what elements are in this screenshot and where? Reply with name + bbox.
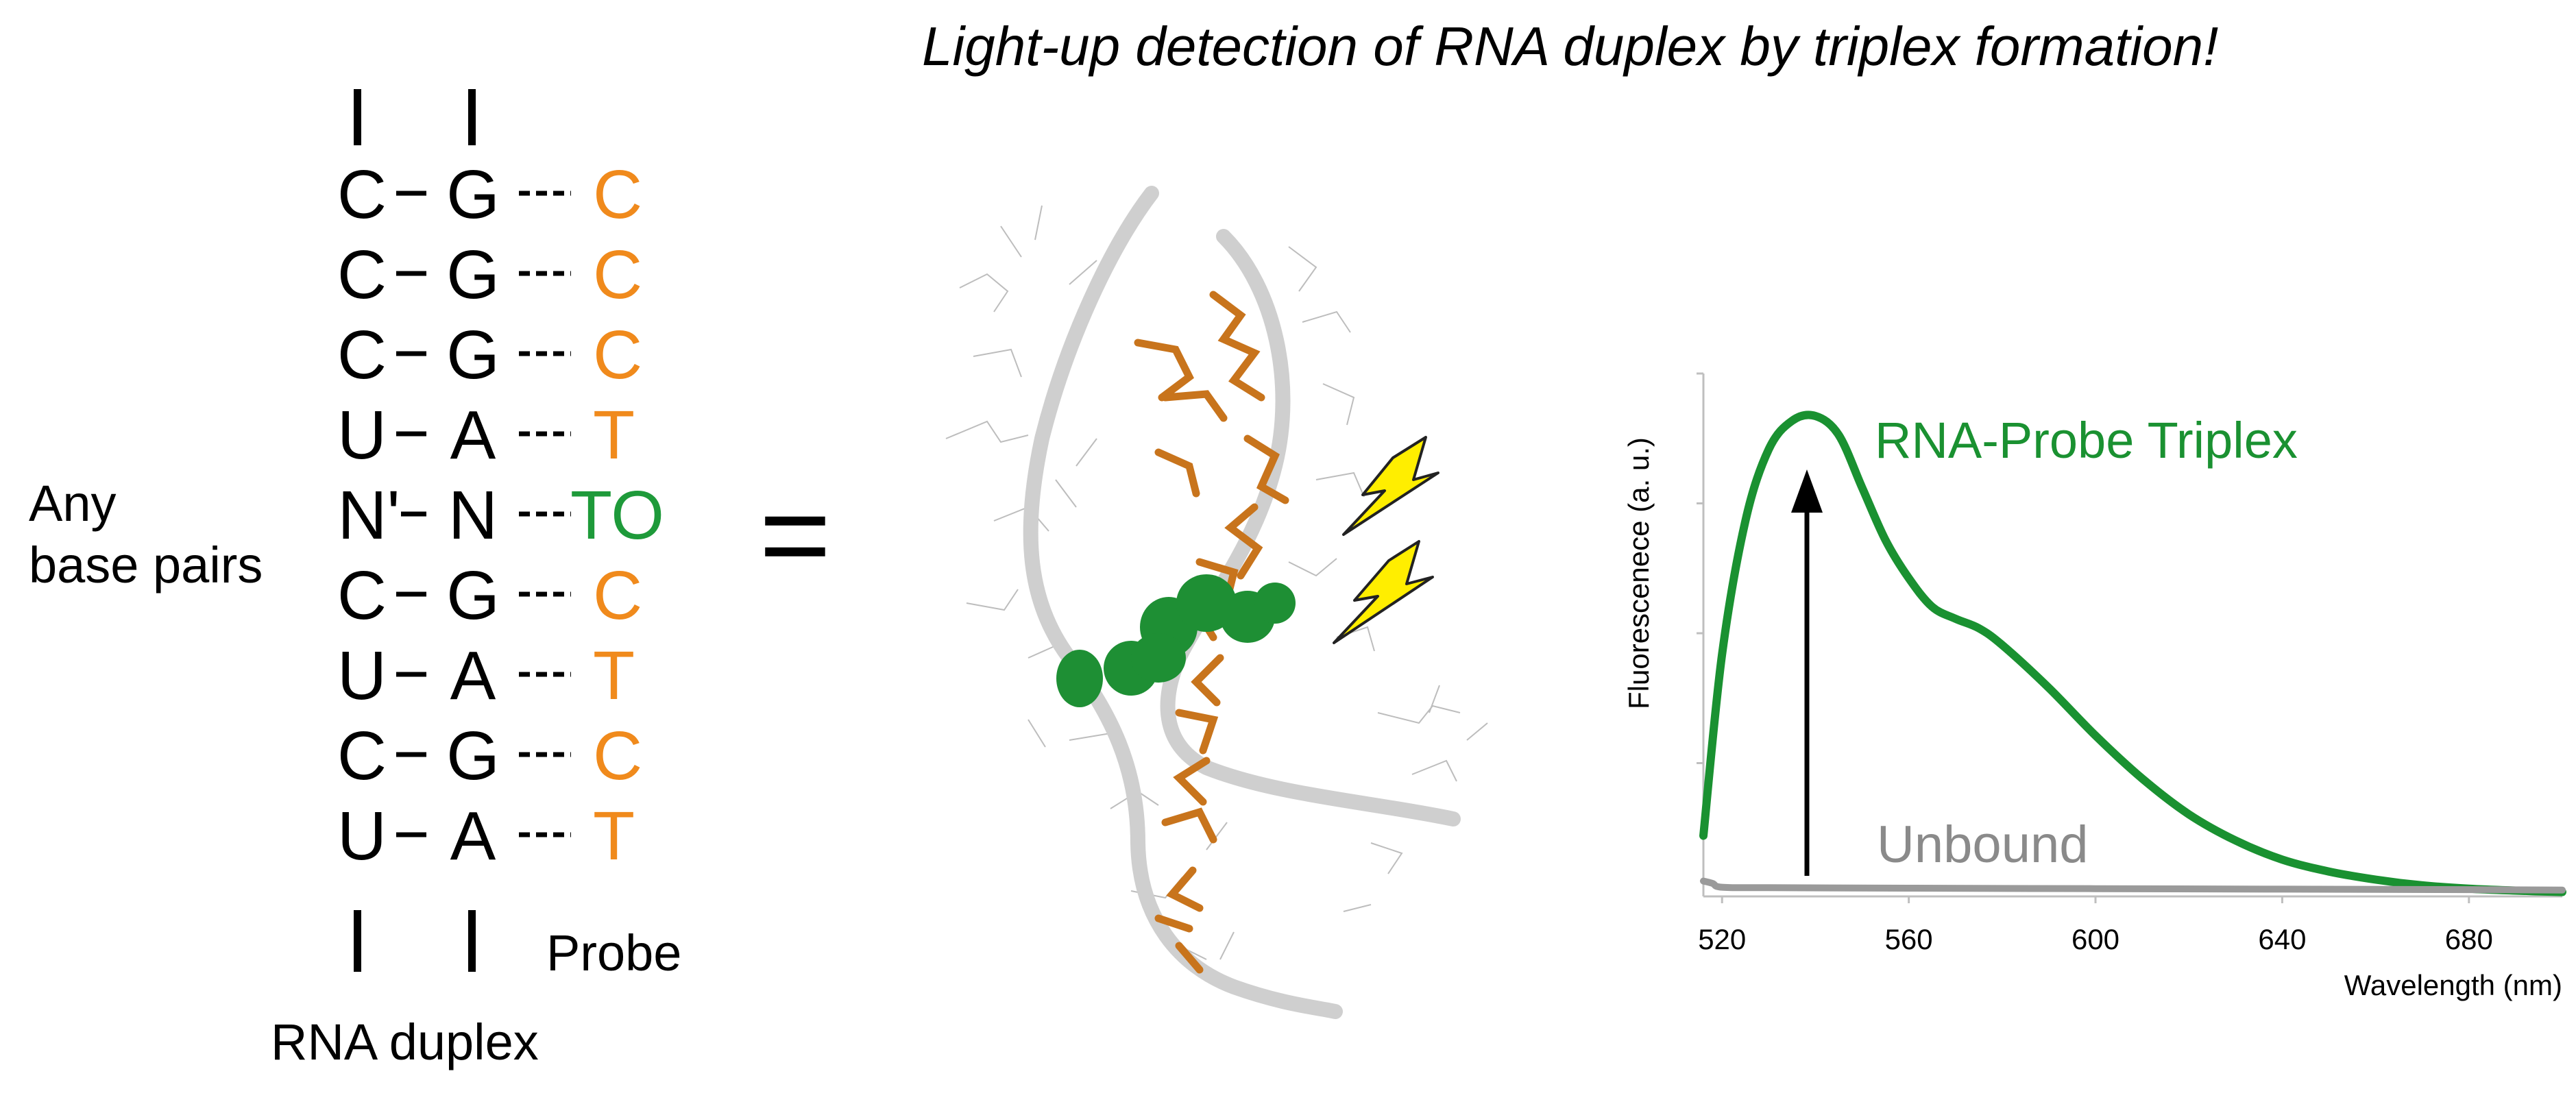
top-strand-bar-left	[354, 89, 361, 145]
any-base-pairs-label: Any base pairs	[29, 473, 263, 596]
x-axis-label: Wavelength (nm)	[2344, 969, 2562, 1001]
duplex-base-left: C	[337, 718, 387, 794]
x-tick-label: 640	[2258, 923, 2306, 955]
duplex-base-right: G	[446, 317, 500, 393]
probe-label: Probe	[546, 925, 682, 981]
probe-base: TO	[570, 477, 664, 554]
x-tick-label: 680	[2445, 923, 2493, 955]
duplex-base-left: C	[337, 557, 387, 634]
lightning-bolt-upper	[1342, 436, 1439, 536]
probe-base: T	[593, 397, 635, 474]
top-strand-bar-right	[468, 89, 476, 145]
bottom-strand-bar-right	[468, 910, 476, 972]
x-tick-label: 600	[2071, 923, 2119, 955]
lightning-bolt-lower	[1333, 540, 1434, 644]
probe-base: C	[593, 156, 642, 233]
probe-base: C	[593, 718, 642, 794]
base-pair-row: N' N TO	[337, 477, 664, 554]
duplex-base-left: C	[337, 236, 387, 313]
duplex-base-right: G	[446, 718, 500, 794]
rna-duplex-label: RNA duplex	[271, 1014, 539, 1070]
equals-sign: =	[759, 466, 831, 604]
to-dye-spheres	[1056, 574, 1296, 707]
triplex-spectrum-line	[1699, 411, 2566, 896]
duplex-base-left: U	[337, 397, 387, 474]
any-base-pairs-line2: base pairs	[29, 537, 263, 593]
figure-title: Light-up detection of RNA duplex by trip…	[922, 16, 2219, 77]
triplex-series-label: RNA-Probe Triplex	[1875, 412, 2298, 469]
duplex-base-right: A	[450, 637, 496, 714]
duplex-base-left: N'	[337, 477, 400, 554]
y-axis-ticks	[1697, 372, 1703, 764]
x-tick-label: 560	[1885, 923, 1933, 955]
probe-base: C	[593, 557, 642, 634]
duplex-base-left: U	[337, 637, 387, 714]
unbound-series-label: Unbound	[1877, 816, 2089, 874]
duplex-base-right: G	[446, 557, 500, 634]
probe-base: C	[593, 317, 642, 393]
x-tick-label: 520	[1698, 923, 1746, 955]
duplex-base-left: U	[337, 798, 387, 874]
spectrum-series	[1699, 411, 2566, 896]
duplex-base-right: A	[450, 798, 496, 874]
probe-base: T	[593, 637, 635, 714]
duplex-base-left: C	[337, 317, 387, 393]
duplex-base-left: C	[337, 156, 387, 233]
x-axis-ticks: 520 560 600 640 680	[1698, 896, 2493, 955]
probe-base: T	[593, 798, 635, 874]
duplex-base-right: A	[450, 397, 496, 474]
bottom-strand-bar-left	[354, 910, 361, 972]
any-base-pairs-line1: Any	[29, 475, 117, 532]
duplex-base-right: G	[446, 156, 500, 233]
duplex-base-right: N	[448, 477, 498, 554]
y-axis-label: Fluorescenece (a. u.)	[1623, 437, 1655, 709]
duplex-base-right: G	[446, 236, 500, 313]
intensity-increase-arrow	[1791, 469, 1823, 876]
probe-strand-sticks	[1134, 291, 1289, 974]
unbound-spectrum-line	[1700, 877, 2566, 894]
rna-backbone-strand-1	[1023, 186, 1343, 1019]
probe-base: C	[593, 236, 642, 313]
